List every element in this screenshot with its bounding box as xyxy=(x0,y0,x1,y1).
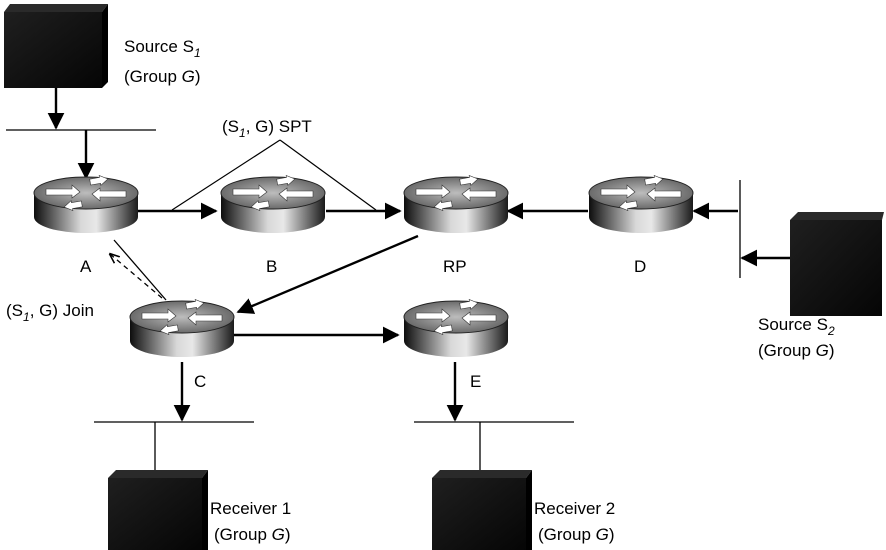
router-b xyxy=(220,173,326,234)
router-e-label: E xyxy=(470,372,481,391)
router-a xyxy=(33,173,139,234)
spt-label: (S1, G) SPT xyxy=(222,117,312,140)
source-s1-label: Source S1 xyxy=(124,37,201,60)
receiver-2-label: Receiver 2 xyxy=(534,499,615,518)
spt-bracket xyxy=(171,139,377,211)
router-b-label: B xyxy=(266,257,277,276)
receiver-1-group: (Group G) xyxy=(214,525,291,544)
join-arrow xyxy=(110,254,163,299)
source-s2-group: (Group G) xyxy=(758,341,835,360)
router-rp-label: RP xyxy=(443,257,467,276)
source-s1-host xyxy=(4,4,108,88)
link-c-a-physical xyxy=(113,239,167,301)
router-c-label: C xyxy=(194,372,206,391)
join-label: (S1, G) Join xyxy=(6,301,94,324)
receiver-1-label: Receiver 1 xyxy=(210,499,291,518)
source-s2-label: Source S2 xyxy=(758,315,835,338)
router-d-label: D xyxy=(634,257,646,276)
receiver-2-group: (Group G) xyxy=(538,525,615,544)
link-rp-c xyxy=(236,234,419,314)
router-d xyxy=(588,173,694,234)
router-rp xyxy=(403,173,509,234)
receiver-1-host xyxy=(108,470,208,550)
router-e xyxy=(403,297,509,358)
router-c xyxy=(129,297,235,358)
router-a-label: A xyxy=(80,257,92,276)
source-s1-group: (Group G) xyxy=(124,67,201,86)
source-s2-host xyxy=(790,212,884,316)
receiver-2-host xyxy=(432,470,532,550)
